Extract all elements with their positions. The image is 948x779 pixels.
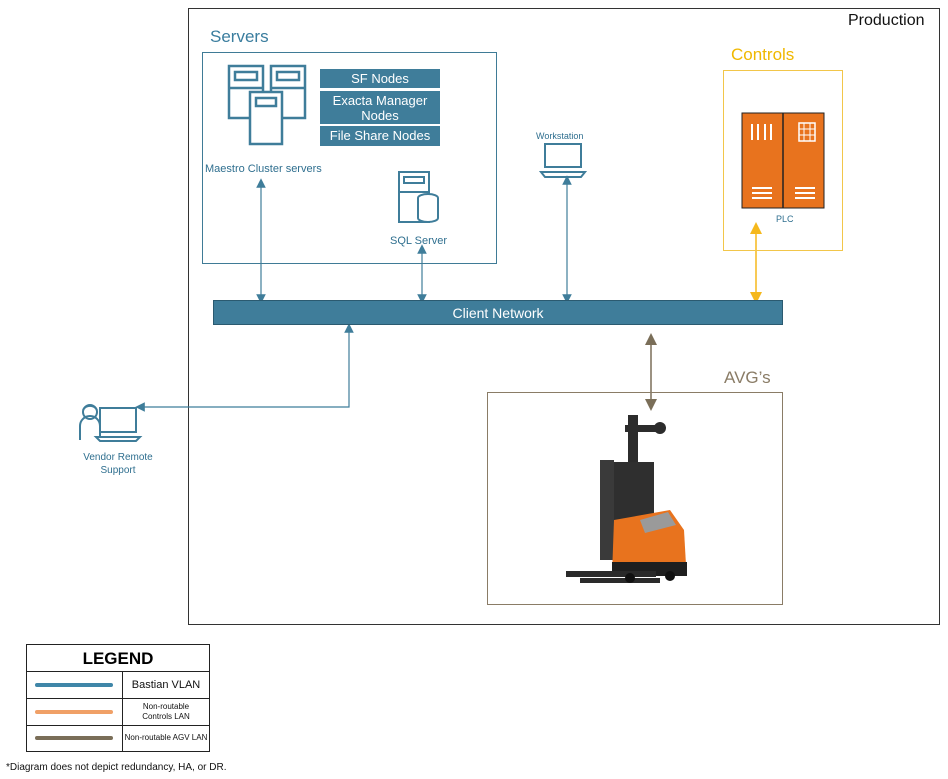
controls-group (723, 70, 843, 251)
database-server-icon (398, 171, 439, 223)
file-share-nodes-label: File Share Nodes (320, 126, 440, 146)
legend-row-controls: Non-routable Controls LAN (27, 699, 209, 726)
legend-row-agv: Non-routable AGV LAN (27, 726, 209, 751)
vendor-remote-support-label: Vendor Remote Support (83, 452, 153, 476)
vendor-connector (135, 323, 354, 412)
exacta-manager-nodes-label: Exacta Manager Nodes (320, 91, 440, 124)
laptop-icon (538, 143, 588, 178)
legend: LEGEND Bastian VLAN Non-routable Control… (26, 644, 210, 752)
legend-row-bastian: Bastian VLAN (27, 672, 209, 699)
plc-cabinet-icon (741, 112, 825, 209)
legend-swatch-agv (35, 736, 113, 740)
support-agent-icon (79, 404, 143, 442)
production-label: Production (848, 12, 925, 29)
legend-title: LEGEND (27, 645, 209, 672)
legend-swatch-bastian (35, 683, 113, 687)
legend-label-controls: Non-routable Controls LAN (142, 702, 190, 721)
legend-label-bastian: Bastian VLAN (131, 679, 201, 691)
workstation-label: Workstation (536, 131, 584, 141)
footnote: *Diagram does not depict redundancy, HA,… (6, 762, 227, 773)
controls-title: Controls (731, 45, 795, 64)
legend-label-agv: Non-routable AGV LAN (124, 733, 208, 742)
legend-swatch-controls (35, 710, 113, 714)
agv-title: AVG’s (724, 368, 771, 387)
sf-nodes-label: SF Nodes (320, 69, 440, 88)
plc-label: PLC (776, 214, 794, 224)
client-network-bar: Client Network (213, 300, 783, 325)
sql-server-label: SQL Server (390, 235, 448, 247)
agv-group (487, 392, 783, 605)
agv-forklift-icon (566, 415, 687, 583)
production-frame (188, 8, 940, 625)
server-cluster-icon (227, 64, 307, 146)
servers-title: Servers (210, 27, 269, 46)
servers-group (202, 52, 497, 264)
maestro-cluster-label: Maestro Cluster servers (205, 163, 322, 175)
